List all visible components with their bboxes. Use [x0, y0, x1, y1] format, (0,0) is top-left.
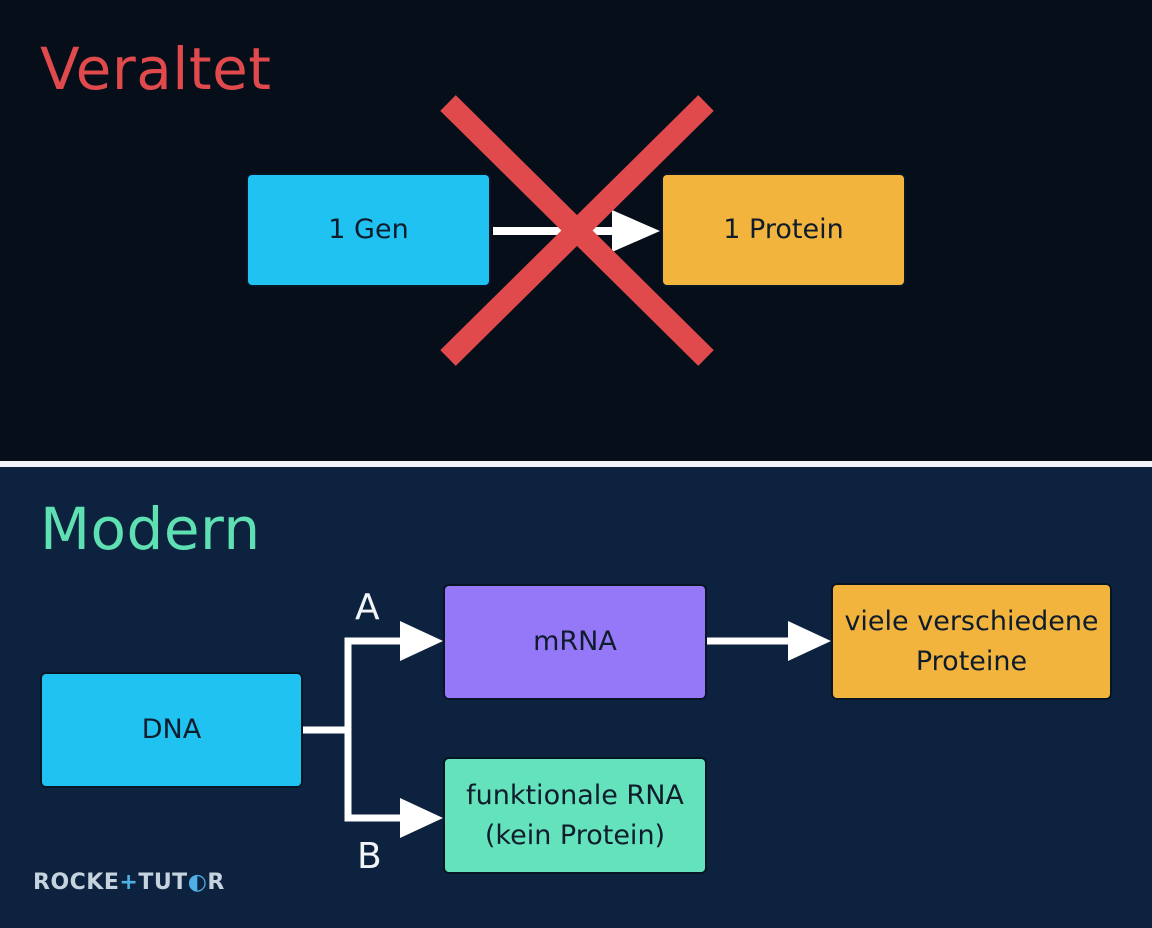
- dna-box-label: DNA: [141, 714, 202, 746]
- many-proteins-line2: Proteine: [915, 645, 1028, 677]
- many-proteins-line1: viele verschiedene: [844, 606, 1099, 638]
- branch-b-label: B: [357, 836, 382, 877]
- modern-connectors: [303, 621, 831, 838]
- branch-b-line: [344, 730, 412, 822]
- functional-rna-line1: funktionale RNA: [466, 780, 684, 812]
- arrow-right-icon: [400, 798, 443, 838]
- gene-box: 1 Gen: [246, 173, 491, 287]
- outdated-heading: Veraltet: [40, 35, 272, 103]
- branch-a-label: A: [355, 587, 380, 628]
- outdated-overlay: [440, 95, 714, 366]
- brand-o-icon: ◐: [187, 870, 208, 895]
- arrow-right-icon: [400, 621, 443, 661]
- brand-part2: TUT: [138, 870, 188, 895]
- many-proteins-box: viele verschiedene Proteine: [831, 583, 1112, 700]
- outdated-panel: Veraltet 1 Gen 1 Protein: [0, 0, 1152, 461]
- modern-heading: Modern: [40, 495, 261, 563]
- branch-a-line: [344, 637, 412, 730]
- functional-rna-line2: (kein Protein): [484, 819, 666, 851]
- x-mark-icon: [440, 95, 714, 366]
- protein-box-label: 1 Protein: [723, 214, 844, 246]
- brand-part3: R: [207, 870, 225, 895]
- brand-part1: ROCKE: [33, 870, 120, 895]
- gene-box-label: 1 Gen: [328, 214, 409, 246]
- mrna-box-label: mRNA: [533, 626, 617, 658]
- protein-box: 1 Protein: [661, 173, 906, 287]
- brand-logo: ROCKE+TUT◐R: [33, 872, 225, 894]
- modern-panel: Modern DNA mRNA viele verschiedene Prote…: [0, 467, 1152, 928]
- functional-rna-box: funktionale RNA (kein Protein): [443, 757, 707, 874]
- dna-box: DNA: [40, 672, 303, 788]
- brand-plus: +: [119, 870, 139, 895]
- gene-to-protein-arrow: [493, 210, 660, 252]
- section-divider: [0, 461, 1152, 467]
- mrna-box: mRNA: [443, 584, 707, 700]
- arrow-right-icon: [788, 621, 831, 661]
